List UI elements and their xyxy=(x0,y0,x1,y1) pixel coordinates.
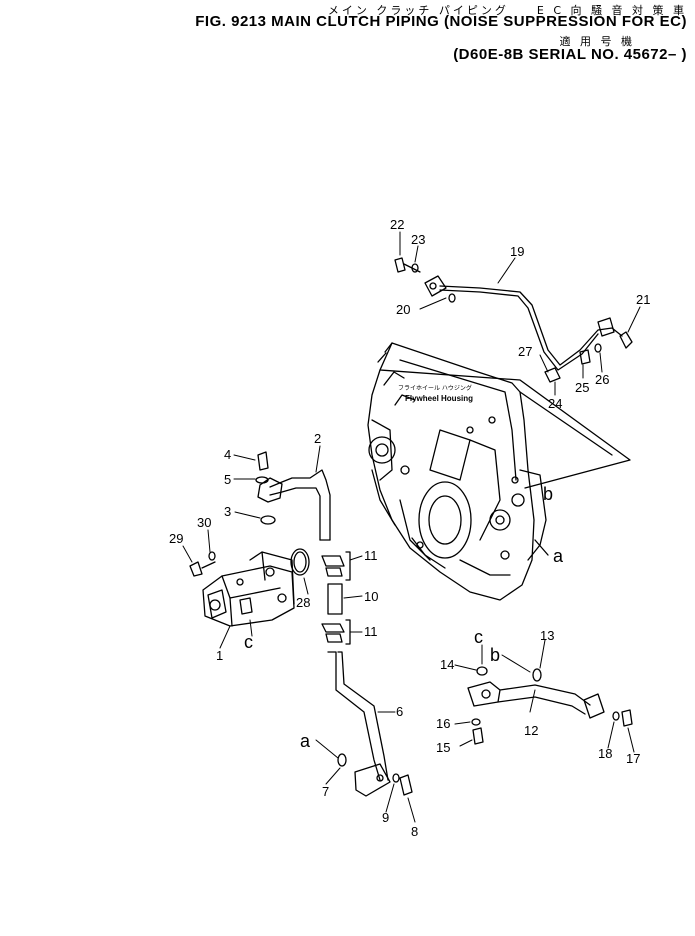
part-number-4: 4 xyxy=(224,447,231,462)
ref-letter-b-housing: b xyxy=(543,484,553,504)
part-number-12: 12 xyxy=(524,723,538,738)
japanese-applicable-models: 適 用 号 機 xyxy=(559,35,635,48)
part-number-30: 30 xyxy=(197,515,211,530)
ref-letter-a-pipe: a xyxy=(300,731,311,751)
flywheel-housing xyxy=(367,342,547,601)
part-number-7: 7 xyxy=(322,784,329,799)
ref-letter-c-pipe: c xyxy=(474,627,483,647)
serial-range: (D60E-8B SERIAL NO. 45672– ) xyxy=(453,46,687,63)
ref-letter-b-pipe: b xyxy=(490,645,500,665)
pipe-6 xyxy=(327,651,391,797)
part-number-11-upper: 11 xyxy=(364,548,378,563)
part-number-27: 27 xyxy=(518,344,532,359)
part-number-23: 23 xyxy=(411,232,425,247)
housing-label-jp: フライホイール ハウジング xyxy=(398,384,472,392)
part-number-14: 14 xyxy=(440,657,454,672)
part-number-9: 9 xyxy=(382,810,389,825)
housing-label-en: Flywheel Housing xyxy=(405,394,473,403)
part-number-16: 16 xyxy=(436,716,450,731)
part-number-2: 2 xyxy=(314,431,321,446)
part-number-10: 10 xyxy=(364,589,378,604)
part-number-20: 20 xyxy=(396,302,410,317)
ref-letter-c-pump: c xyxy=(244,632,253,652)
part-number-3: 3 xyxy=(224,504,231,519)
part-number-29: 29 xyxy=(169,531,183,546)
part-number-1: 1 xyxy=(216,648,223,663)
part-number-25: 25 xyxy=(575,380,589,395)
part-number-26: 26 xyxy=(595,372,609,387)
part-number-15: 15 xyxy=(436,740,450,755)
part-number-11-lower: 11 xyxy=(364,624,378,639)
figure-title: FIG. 9213 MAIN CLUTCH PIPING (NOISE SUPP… xyxy=(195,13,687,30)
part-number-8: 8 xyxy=(411,824,418,839)
part-number-13: 13 xyxy=(540,628,554,643)
ref-letter-a-housing: a xyxy=(553,546,564,566)
part-number-28: 28 xyxy=(296,595,310,610)
pipe-19 xyxy=(424,275,633,371)
part-number-19: 19 xyxy=(510,244,524,259)
part-number-18: 18 xyxy=(598,746,612,761)
pipe-2 xyxy=(257,469,331,541)
part-number-5: 5 xyxy=(224,472,231,487)
pump-1 xyxy=(202,551,295,627)
part-number-24: 24 xyxy=(548,396,562,411)
japanese-title: メイン クラッチ パイピング E C 向 騒 音 対 策 車 xyxy=(327,4,687,17)
part-number-22: 22 xyxy=(390,217,404,232)
pipe-12 xyxy=(467,681,605,719)
part-number-17: 17 xyxy=(626,751,640,766)
part-number-21: 21 xyxy=(636,292,650,307)
part-number-6: 6 xyxy=(396,704,403,719)
